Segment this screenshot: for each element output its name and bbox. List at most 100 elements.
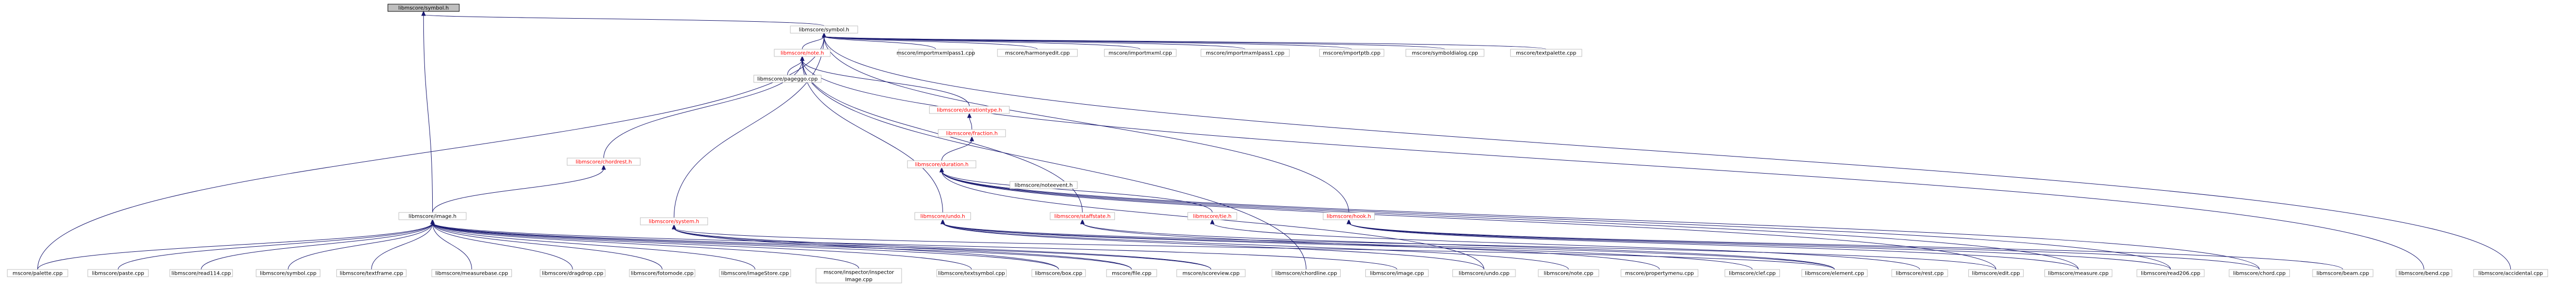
dependency-edge xyxy=(941,139,973,161)
node-box xyxy=(816,268,902,283)
graph-node-chordrest[interactable]: libmscore/chordrest.h xyxy=(567,158,641,166)
graph-node-box[interactable]: libmscore/box.cpp xyxy=(1032,269,1086,277)
graph-node-system-h[interactable]: libmscore/system.h xyxy=(640,217,708,225)
dependency-edge xyxy=(823,36,1547,50)
graph-node-note-h[interactable]: libmscore/note.h xyxy=(774,49,831,57)
graph-node-symbol-h2[interactable]: libmscore/symbol.h xyxy=(790,25,858,34)
graph-node-fotomode[interactable]: libmscore/fotomode.cpp xyxy=(629,269,696,277)
node-box xyxy=(2044,269,2113,277)
graph-node-measure[interactable]: libmscore/measure.cpp xyxy=(2044,269,2113,277)
node-label: libmscore/chord.cpp xyxy=(2233,271,2286,277)
graph-node-stafftype[interactable]: libmscore/staffstate.h xyxy=(1050,212,1115,220)
graph-node-undo-h[interactable]: libmscore/undo.h xyxy=(914,212,971,220)
node-label: libmscore/chordline.cpp xyxy=(1275,271,1337,277)
dependency-edge xyxy=(673,228,1212,270)
graph-node-imagestore[interactable]: libmscore/imageStore.cpp xyxy=(719,269,791,277)
graph-node-chordline[interactable]: libmscore/chordline.cpp xyxy=(1271,269,1341,277)
graph-node-image-h[interactable]: libmscore/image.h xyxy=(399,212,467,220)
dependency-edge xyxy=(823,36,1038,50)
edge-arrowhead xyxy=(969,136,974,141)
node-label: libmscore/element.cpp xyxy=(1805,271,1864,277)
node-label: libmscore/durationtype.h xyxy=(937,108,1002,113)
node-box xyxy=(1322,212,1375,220)
graph-node-importmxmlpass1[interactable]: mscore/importmxmlpass1.cpp xyxy=(1200,49,1290,57)
dependency-edge xyxy=(432,222,1212,270)
graph-node-accidental[interactable]: libmscore/accidental.cpp xyxy=(2473,269,2548,277)
node-label: libmscore/duration.h xyxy=(915,162,968,168)
dependency-edge xyxy=(1348,222,2343,270)
node-box xyxy=(790,25,858,34)
node-label: libmscore/symbol.cpp xyxy=(260,271,316,277)
graph-node-read206[interactable]: libmscore/read206.cpp xyxy=(2137,269,2205,277)
graph-node-read114[interactable]: libmscore/read114.cpp xyxy=(169,269,233,277)
edge-arrowhead xyxy=(601,164,606,170)
node-box xyxy=(2395,269,2452,277)
node-label: libmscore/fotomode.cpp xyxy=(631,271,694,277)
node-box xyxy=(1200,49,1290,57)
edge-arrowhead xyxy=(671,224,676,230)
graph-node-duration-h[interactable]: libmscore/duration.h xyxy=(907,160,977,168)
dependency-edge xyxy=(823,36,1349,213)
node-box xyxy=(936,269,1007,277)
dependency-edge xyxy=(823,36,1352,50)
node-label: libmscore/undo.cpp xyxy=(1459,271,1509,277)
dependency-edge xyxy=(969,116,973,130)
graph-node-propertymenu[interactable]: mscore/propertymenu.cpp xyxy=(1621,269,1699,277)
graph-node-clef[interactable]: libmscore/clef.cpp xyxy=(1725,269,1780,277)
node-box xyxy=(1538,269,1599,277)
graph-node-paste[interactable]: libmscore/paste.cpp xyxy=(87,269,149,277)
graph-node-file[interactable]: mscore/file.cpp xyxy=(1106,269,1157,277)
edge-arrowhead xyxy=(430,219,435,224)
graph-node-beam[interactable]: libmscore/beam.cpp xyxy=(2312,269,2374,277)
dependency-edge xyxy=(942,222,1753,270)
graph-node-undo[interactable]: libmscore/undo.cpp xyxy=(1452,269,1516,277)
node-label: libmscore/imageStore.cpp xyxy=(721,271,789,277)
graph-node-element[interactable]: libmscore/element.cpp xyxy=(1801,269,1868,277)
graph-node-edit[interactable]: libmscore/edit.cpp xyxy=(1968,269,2024,277)
node-box xyxy=(640,217,708,225)
dependency-edge xyxy=(673,36,825,218)
graph-node-symbol-h: libmscore/symbol.h xyxy=(387,4,460,12)
graph-node-hook-h[interactable]: libmscore/hook.h xyxy=(1322,212,1375,220)
graph-node-textpalette[interactable]: mscore/textpalette.cpp xyxy=(1510,49,1582,57)
graph-node-pagesetup[interactable]: libmscore/pageggo.cpp xyxy=(753,75,821,83)
graph-node-scoreview[interactable]: mscore/scoreview.cpp xyxy=(1176,269,1246,277)
dependency-edge xyxy=(603,59,803,159)
graph-node-imimg[interactable]: mscore/importmxmlpass1.cpp xyxy=(896,49,975,57)
node-label: mscore/scoreview.cpp xyxy=(1183,271,1240,277)
edge-arrowhead xyxy=(1080,219,1085,224)
graph-node-symboldialog[interactable]: mscore/symboldialog.cpp xyxy=(1405,49,1484,57)
graph-node-harmonyedit[interactable]: mscore/harmonyedit.cpp xyxy=(997,49,1078,57)
dependency-edge xyxy=(802,59,943,213)
graph-node-rest[interactable]: libmscore/rest.cpp xyxy=(1891,269,1948,277)
graph-node-textsymbol[interactable]: libmscore/textsymbol.cpp xyxy=(936,269,1007,277)
graph-node-palette[interactable]: mscore/palette.cpp xyxy=(7,269,68,277)
graph-node-importmxml[interactable]: mscore/importmxml.cpp xyxy=(1104,49,1177,57)
graph-node-fraction[interactable]: libmscore/fraction.h xyxy=(938,129,1006,137)
graph-node-importptb[interactable]: mscore/importptb.cpp xyxy=(1319,49,1385,57)
dependency-edge xyxy=(802,36,825,50)
node-label: libmscore/edit.cpp xyxy=(1972,271,2020,277)
dependency-edge xyxy=(432,168,604,213)
node-label: mscore/importmxmlpass1.cpp xyxy=(1206,51,1285,56)
graph-node-noteevent[interactable]: libmscore/noteevent.h xyxy=(1009,181,1078,189)
graph-node-textframe[interactable]: libmscore/textframe.cpp xyxy=(336,269,407,277)
dependency-edge xyxy=(201,222,433,270)
node-box xyxy=(539,269,606,277)
graph-node-bend[interactable]: libmscore/bend.cpp xyxy=(2395,269,2452,277)
graph-node-durationtype[interactable]: libmscore/durationtype.h xyxy=(929,106,1010,114)
node-label: libmscore/hook.h xyxy=(1327,214,1371,220)
graph-node-image[interactable]: libmscore/image.cpp xyxy=(1365,269,1429,277)
node-label: mscore/file.cpp xyxy=(1112,271,1152,277)
graph-node-chord[interactable]: libmscore/chord.cpp xyxy=(2229,269,2290,277)
graph-node-dragdrop[interactable]: libmscore/dragdrop.cpp xyxy=(539,269,606,277)
graph-node-measurebase[interactable]: libmscore/measurebase.cpp xyxy=(431,269,512,277)
graph-node-note[interactable]: libmscore/note.cpp xyxy=(1538,269,1599,277)
edge-arrowhead xyxy=(940,219,945,224)
node-label: libmscore/image.cpp xyxy=(1370,271,1424,277)
node-label: libmscore/noteevent.h xyxy=(1014,183,1072,189)
graph-node-symbolcpp[interactable]: libmscore/symbol.cpp xyxy=(256,269,320,277)
graph-node-tie-h[interactable]: libmscore/tie.h xyxy=(1187,212,1238,220)
dependency-edge xyxy=(1348,222,2171,270)
